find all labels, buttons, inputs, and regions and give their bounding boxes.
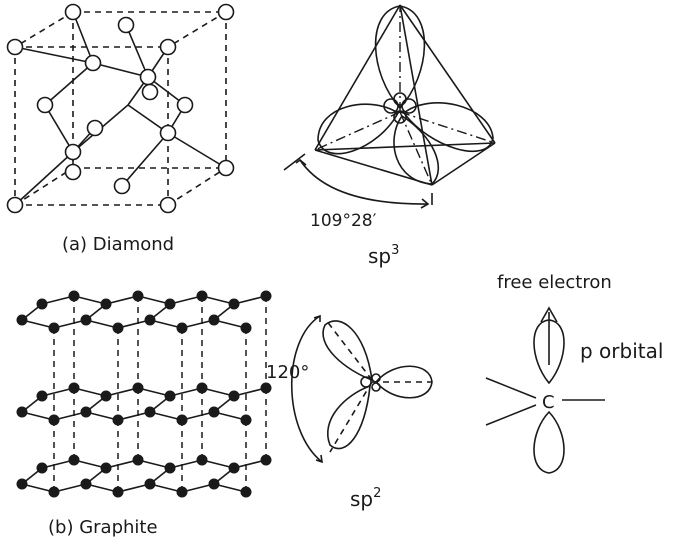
sp2-orbital-diagram [290,314,433,464]
diamond-atom [139,68,157,86]
sp3-lobe-left [317,103,400,155]
p-orbital-diagram [485,306,605,474]
sp3-angle-label: 109°28′ [310,211,377,231]
graphite-atom [260,454,272,466]
diamond-atom [84,54,102,72]
sp2-lobe-upper [322,320,373,382]
graphite-atom [16,406,28,418]
graphite-atom [100,298,112,310]
graphite-atom [260,290,272,302]
graphite-atom [112,322,124,334]
diamond-atom [6,38,24,56]
graphite-atom [68,454,80,466]
graphite-atom [196,382,208,394]
graphite-atom [164,462,176,474]
graphite-atom [176,414,188,426]
graphite-atom [164,298,176,310]
sp2-label: sp2 [350,486,381,511]
graphite-atom [228,298,240,310]
sp2-angle-arc [290,315,323,463]
diamond-atom [64,3,82,21]
p-orbital-lower-lobe [533,410,565,474]
diamond-atom [64,143,82,161]
graphite-atom [16,478,28,490]
graphite-lattice [16,290,272,498]
graphite-atom [228,390,240,402]
graphite-atom [208,406,220,418]
free-electron-label: free electron [497,272,612,293]
graphite-atom [36,298,48,310]
graphite-atom [132,382,144,394]
diamond-atom [64,163,82,181]
diamond-atom [159,38,177,56]
graphite-atom [196,290,208,302]
graphite-atom [144,406,156,418]
graphite-atom [228,462,240,474]
graphite-atom [240,486,252,498]
sp3-lobe-top [374,5,426,110]
graphite-atom [164,390,176,402]
diamond-atoms [6,3,235,214]
graphite-atom [144,314,156,326]
diamond-atom [117,16,135,34]
graphite-atom [100,390,112,402]
diamond-lattice [6,3,235,214]
graphite-atom [112,414,124,426]
graphite-atom [240,414,252,426]
sp2-lobe-lower [327,384,371,450]
graphite-atom [68,290,80,302]
sp2-angle-label: 120° [266,362,309,383]
diamond-atom [6,196,24,214]
graphite-atom [80,406,92,418]
graphite-atom [260,382,272,394]
graphite-atom [48,486,60,498]
graphite-atom [112,486,124,498]
p-orbital-label: p orbital [580,339,663,363]
graphite-atom [48,322,60,334]
sp2-lobe-right [374,365,433,399]
diamond-atom [36,96,54,114]
diamond-atom [159,124,177,142]
graphite-atom [176,322,188,334]
diamond-atom [141,83,159,101]
diamond-atom [217,159,235,177]
graphite-atom [80,314,92,326]
graphite-atom [100,462,112,474]
graphite-atom [208,314,220,326]
graphite-caption: (b) Graphite [48,517,158,538]
sp3-angle-arc [299,159,429,205]
diamond-caption: (a) Diamond [62,234,174,255]
graphite-atom [48,414,60,426]
graphite-atom [36,390,48,402]
diamond-atom [176,96,194,114]
graphite-atom [208,478,220,490]
diamond-atom [86,119,104,137]
diamond-atom [159,196,177,214]
graphite-atom [80,478,92,490]
diamond-atom [217,3,235,21]
graphite-atom [176,486,188,498]
graphite-atom [132,454,144,466]
carbon-bond-left-upper [485,377,537,399]
graphite-atom [240,322,252,334]
graphite-atom [196,454,208,466]
graphite-atom [36,462,48,474]
carbon-atom-label: C [542,392,555,413]
graphite-atom [144,478,156,490]
graphite-atom [16,314,28,326]
diamond-atom [113,177,131,195]
sp3-lobe-front [393,114,440,185]
graphite-atom [132,290,144,302]
sp3-orbital-diagram [283,4,496,209]
carbon-bond-left-lower [485,404,537,426]
sp3-label: sp3 [368,243,399,268]
graphite-atom [68,382,80,394]
sp3-lobe-right [402,102,494,153]
